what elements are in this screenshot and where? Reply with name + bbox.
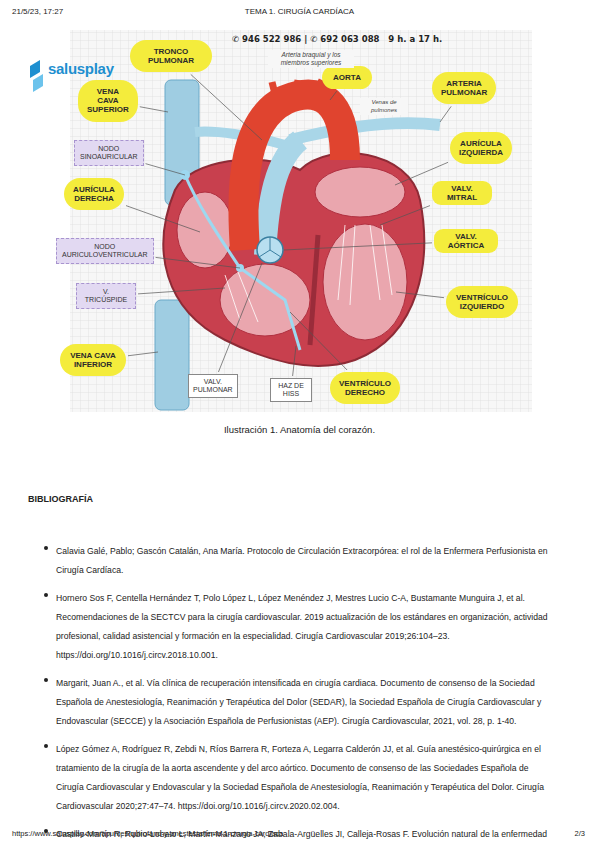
leader-line bbox=[284, 243, 432, 250]
leader-line bbox=[396, 292, 444, 298]
leader-line bbox=[156, 257, 240, 268]
label-text: NODO SINOAURICULAR bbox=[80, 145, 138, 161]
label-text: AORTA bbox=[331, 73, 363, 82]
leader-line bbox=[293, 346, 296, 376]
conduction-label-box: NODO SINOAURICULAR bbox=[74, 140, 144, 166]
callout-label: VENTRÍCULO DERECHO bbox=[330, 372, 400, 404]
bibliography-list: Calavia Galé, Pablo; Gascón Catalán, Ana… bbox=[42, 540, 557, 848]
conduction-label-box: NODO AURICULOVENTRICULAR bbox=[56, 238, 154, 264]
leader-line bbox=[191, 74, 262, 140]
bullet-dot bbox=[44, 678, 48, 682]
reference-text: Hornero Sos F, Centella Hernández T, Pol… bbox=[56, 593, 548, 660]
label-text: HAZ DE HISS bbox=[275, 382, 307, 398]
leader-line bbox=[330, 91, 337, 100]
bullet-dot bbox=[44, 593, 48, 597]
bullet-dot bbox=[44, 546, 48, 550]
callout-label: VENA CAVA SUPERIOR bbox=[78, 80, 138, 122]
label-text: TRONCO PULMONAR bbox=[139, 47, 203, 65]
bibliography-item: Castillo-Martín R, Rubio-Lobato L, Martí… bbox=[42, 823, 557, 848]
leader-line bbox=[126, 206, 200, 232]
bibliography-item: Calavia Galé, Pablo; Gascón Catalán, Ana… bbox=[42, 540, 557, 578]
leader-line bbox=[128, 352, 158, 356]
label-text: AURÍCULA DERECHA bbox=[73, 185, 115, 203]
reference-text: Castillo-Martín R, Rubio-Lobato L, Martí… bbox=[56, 829, 547, 848]
label-text: ARTERIA PULMONAR bbox=[441, 79, 487, 97]
label-text: VALV. AÓRTICA bbox=[440, 232, 492, 250]
label-text: AURÍCULA IZQUIERDA bbox=[459, 139, 503, 157]
callout-label: ARTERIA PULMONAR bbox=[432, 72, 496, 104]
bibliography-item: Margarit, Juan A., et al. Vía clínica de… bbox=[42, 672, 557, 729]
note-box: VALV. PULMONAR bbox=[188, 374, 238, 398]
label-text: VENA CAVA SUPERIOR bbox=[87, 87, 129, 115]
leader-line bbox=[440, 106, 451, 122]
callout-label: VENA CAVA INFERIOR bbox=[60, 344, 126, 376]
page-text: ✆ 946 522 986 | ✆ 692 063 088 9 h. a 17 … bbox=[232, 34, 442, 45]
label-text: VENTRÍCULO DERECHO bbox=[339, 379, 391, 397]
page-text: 21/5/23, 17:27 bbox=[12, 7, 63, 17]
section-heading: BIBLIOGRAFÍA bbox=[28, 494, 93, 504]
leader-line bbox=[140, 107, 168, 112]
logo-text: salusplay bbox=[48, 60, 114, 79]
leader-line bbox=[146, 164, 185, 175]
callout-label: VALV. AÓRTICA bbox=[434, 229, 498, 253]
leader-line bbox=[218, 263, 262, 372]
page-text: TEMA 1. CIRUGÍA CARDÍACA bbox=[0, 7, 599, 17]
leader-line bbox=[380, 206, 430, 225]
reference-text: López Gómez A, Rodríguez R, Zebdi N, Río… bbox=[56, 744, 544, 811]
callout-label: AURÍCULA DERECHA bbox=[64, 178, 124, 210]
handwritten-note: Arteria braquial y los miembros superior… bbox=[268, 50, 354, 68]
bibliography-item: López Gómez A, Rodríguez R, Zebdi N, Río… bbox=[42, 738, 557, 814]
label-text: VALV. PULMONAR bbox=[193, 378, 233, 394]
callout-label: AORTA bbox=[322, 66, 372, 89]
bullet-dot bbox=[44, 744, 48, 748]
label-text: VALV. MITRAL bbox=[438, 184, 486, 202]
figure-caption: Ilustración 1. Anatomía del corazón. bbox=[0, 424, 599, 435]
bullet-dot bbox=[44, 829, 48, 833]
leader-line bbox=[290, 312, 347, 370]
callout-label: AURÍCULA IZQUIERDA bbox=[450, 132, 512, 164]
bibliography-item: Hornero Sos F, Centella Hernández T, Pol… bbox=[42, 587, 557, 663]
handwritten-note: Venas de pulmones bbox=[360, 98, 408, 115]
page-text: 2/3 bbox=[575, 829, 585, 838]
callout-label: VALV. MITRAL bbox=[432, 181, 492, 205]
label-text: V. TRICÚSPIDE bbox=[82, 288, 130, 304]
callout-label: TRONCO PULMONAR bbox=[130, 40, 212, 72]
callout-label: VENTRÍCULO IZQUIERDO bbox=[446, 286, 518, 318]
conduction-label-box: V. TRICÚSPIDE bbox=[76, 283, 136, 309]
reference-text: Margarit, Juan A., et al. Vía clínica de… bbox=[56, 678, 541, 726]
reference-text: Calavia Galé, Pablo; Gascón Catalán, Ana… bbox=[56, 546, 548, 575]
label-text: NODO AURICULOVENTRICULAR bbox=[62, 243, 148, 259]
label-text: VENA CAVA INFERIOR bbox=[69, 351, 117, 369]
note-box: HAZ DE HISS bbox=[270, 378, 312, 402]
leader-line bbox=[138, 288, 225, 294]
label-text: VENTRÍCULO IZQUIERDO bbox=[455, 293, 509, 311]
